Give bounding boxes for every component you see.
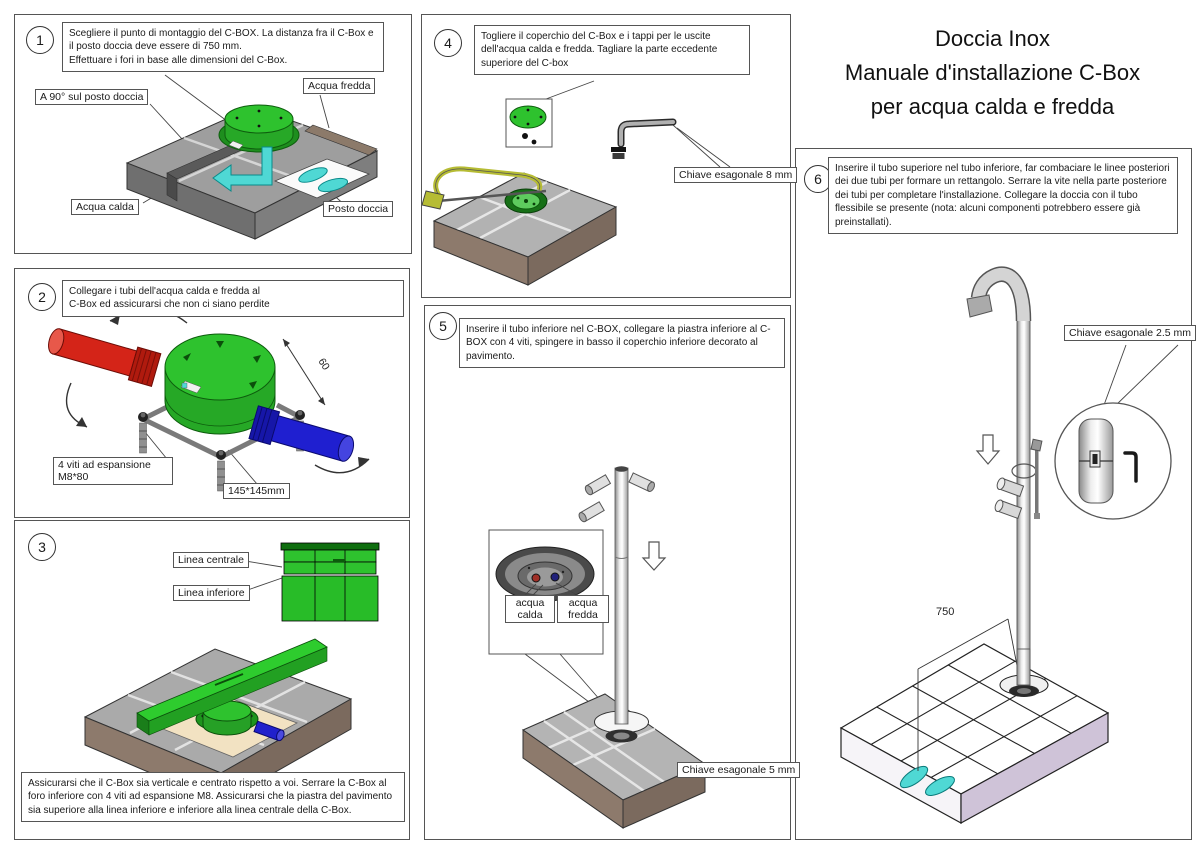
cbox-front-view (280, 542, 380, 622)
step4-instruction: Togliere il coperchio del C-Box e i tapp… (474, 25, 750, 76)
dimension-750: 750 (917, 606, 1021, 771)
shower-place-drawing (273, 158, 371, 199)
step3-panel: 3 (14, 520, 410, 840)
lower-tube-drawing (578, 466, 655, 743)
step3-number-badge: 3 (28, 533, 56, 561)
cover-detail-box (505, 98, 553, 148)
step3-instruction: Assicurarsi che il C-Box sia verticale e… (21, 772, 405, 823)
step2-leader-lines (144, 431, 258, 485)
step3-number: 3 (38, 539, 46, 555)
step3-label-central: Linea centrale (173, 552, 249, 568)
allen-key-icon (617, 118, 677, 148)
step2-panel: 2 Collegare i tubi dell'acqua calda e fr… (14, 268, 410, 518)
plug (531, 139, 537, 145)
step1-number: 1 (36, 32, 44, 48)
cbox-drawing (164, 333, 276, 435)
dim-60-text: 60 (315, 356, 332, 372)
floor-slab-drawing (432, 172, 618, 286)
knob (996, 477, 1025, 498)
floor-slab-drawing (521, 693, 707, 829)
step2-number-badge: 2 (28, 283, 56, 311)
step5-number-badge: 5 (429, 312, 457, 340)
manual-title: Doccia Inox Manuale d'installazione C-Bo… (795, 22, 1190, 124)
step6-panel: 6 Inserire il tubo superiore nel tubo in… (795, 148, 1196, 840)
step2-label-screws: 4 viti ad espansione M8*80 (53, 457, 173, 485)
step5-number: 5 (439, 318, 447, 334)
allen-key-icon (1123, 451, 1138, 483)
direction-arrow (212, 146, 273, 192)
shower-column-drawing (966, 266, 1049, 697)
step5-label-hot: acqua calda (505, 595, 555, 623)
step6-leader-lines (1103, 344, 1179, 408)
step4-number-badge: 4 (434, 29, 462, 57)
step5-diagram (488, 466, 707, 829)
footprint-icon (925, 776, 955, 796)
step1-diagram (125, 74, 379, 240)
footprint-icon (298, 167, 328, 183)
step6-number: 6 (814, 171, 822, 187)
step4-panel: 4 Togliere il coperchio del C-Box e i ta… (421, 14, 798, 298)
step5-panel: 5 Inserire il tubo inferiore nel C-BOX, … (424, 305, 801, 840)
tile-joints (870, 660, 1078, 778)
shower-head-tip (966, 294, 993, 318)
step4-diagram (422, 80, 731, 286)
title-line1: Doccia Inox (935, 26, 1050, 51)
cold-pipe-drawing (248, 405, 355, 462)
step1-number-badge: 1 (26, 26, 54, 54)
step2-diagram: 60 (48, 308, 370, 492)
down-arrow-icon (975, 434, 1001, 465)
hacksaw-icon (422, 166, 547, 210)
title-line3: per acqua calda e fredda (870, 94, 1115, 120)
step2-number: 2 (38, 289, 46, 305)
cold-stub (253, 720, 285, 742)
step1-panel: 1 Scegliere il punto di montaggio del C-… (14, 14, 412, 254)
step2-label-size: 145*145mm (223, 483, 290, 499)
step1-label-place: Posto doccia (323, 201, 394, 217)
step6-label-key: Chiave esagonale 2.5 mm (1064, 325, 1196, 341)
hand-shower (1030, 438, 1043, 519)
step4-number: 4 (444, 35, 452, 51)
step1-label-hot: Acqua calda (71, 199, 139, 215)
cold-outlet (550, 572, 560, 582)
footprint-icon (317, 177, 349, 193)
step4-label-key: Chiave esagonale 8 mm (674, 167, 798, 183)
step6-instruction: Inserire il tubo superiore nel tubo infe… (828, 157, 1178, 234)
cbox-topview-detail-box (488, 529, 604, 655)
footprint-icon (899, 765, 929, 789)
hot-pipe-drawing (48, 328, 162, 388)
step4-leader-lines (545, 80, 731, 168)
platform-drawing (839, 643, 1110, 825)
step1-instruction: Scegliere il punto di montaggio del C-BO… (62, 22, 384, 73)
step5-label-key: Chiave esagonale 5 mm (677, 762, 801, 778)
title-line2: Manuale d'installazione C-Box (844, 60, 1141, 86)
step2-instruction: Collegare i tubi dell'acqua calda e fred… (62, 280, 404, 317)
dimension-60: 60 (282, 338, 332, 406)
plug-cap-icon (611, 147, 626, 159)
step5-label-cold: acqua fredda (557, 595, 609, 623)
joint-detail-circle (1054, 402, 1172, 520)
level-bar-drawing (136, 638, 328, 736)
step3-label-lower: Linea inferiore (173, 585, 250, 601)
cbox-drawing (218, 104, 300, 153)
dim-750-text: 750 (936, 606, 954, 618)
knob (994, 499, 1023, 520)
step6-diagram: 750 (839, 266, 1179, 825)
down-arrow-icon (641, 541, 667, 571)
step1-label-angle: A 90° sul posto doccia (35, 89, 149, 105)
cbox-cover (509, 105, 547, 129)
step1-label-cold: Acqua fredda (303, 78, 376, 94)
hot-outlet (531, 573, 541, 583)
step3-diagram (83, 542, 380, 804)
step5-instruction: Inserire il tubo inferiore nel C-BOX, co… (459, 318, 785, 369)
cold-water-channel (304, 124, 378, 156)
plug (522, 133, 528, 139)
